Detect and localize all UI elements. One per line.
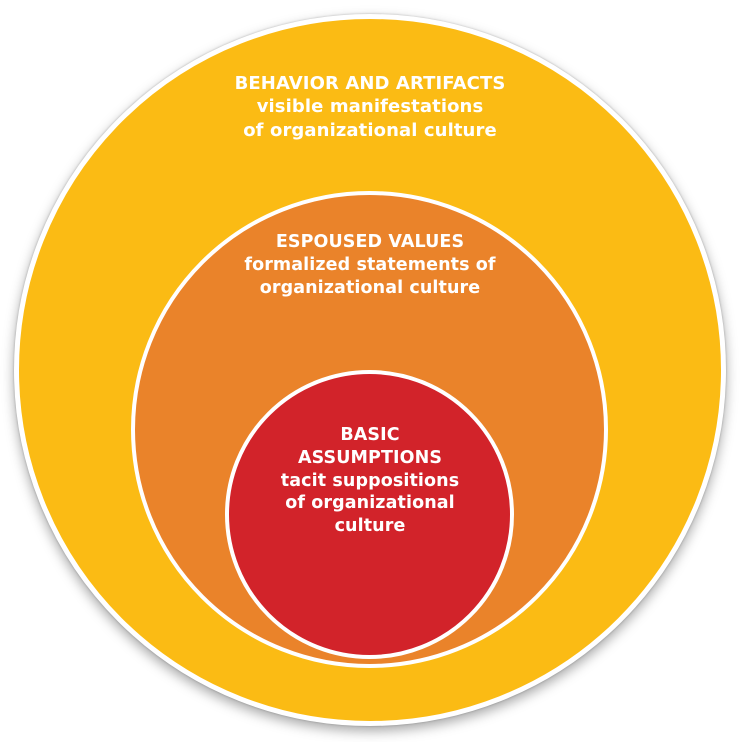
espoused-values-line-1: formalized statements of (244, 254, 496, 275)
basic-assumptions-line-1: tacit suppositions (280, 470, 460, 491)
basic-assumptions-line-2: of organizational (285, 493, 455, 514)
behavior-artifacts-line-2: of organizational culture (243, 119, 497, 141)
espoused-values-title: ESPOUSED VALUES (275, 232, 465, 252)
behavior-artifacts-title: BEHAVIOR AND ARTIFACTS (234, 73, 506, 94)
behavior-artifacts-line-1: visible manifestations (256, 96, 484, 118)
espoused-values-label: ESPOUSED VALUES formalized statements of… (220, 231, 520, 299)
basic-assumptions-line-3: culture (334, 516, 406, 536)
espoused-values-line-2: organizational culture (259, 277, 481, 298)
basic-assumptions-title-2: ASSUMPTIONS (297, 447, 443, 468)
basic-assumptions-label: BASIC ASSUMPTIONS tacit suppositions of … (270, 424, 470, 538)
behavior-artifacts-label: BEHAVIOR AND ARTIFACTS visible manifesta… (170, 72, 570, 142)
basic-assumptions-title-1: BASIC (340, 425, 400, 445)
basic-assumptions-circle (225, 370, 514, 659)
